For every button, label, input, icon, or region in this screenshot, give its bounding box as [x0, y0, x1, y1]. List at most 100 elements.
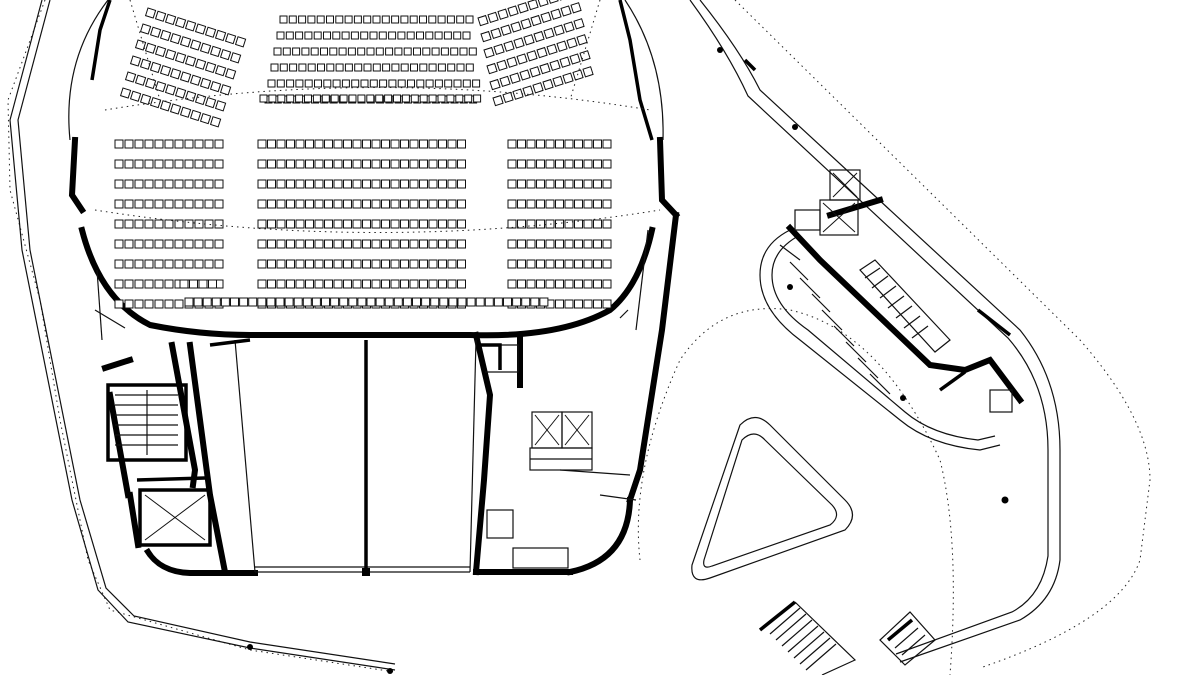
seat	[323, 79, 332, 88]
seat	[393, 94, 401, 103]
seat	[549, 59, 561, 72]
seat	[468, 47, 477, 56]
seat	[434, 31, 443, 40]
seat	[288, 15, 297, 24]
seat	[189, 39, 202, 51]
seat	[326, 63, 335, 72]
seat	[298, 15, 307, 24]
seat	[582, 66, 594, 78]
seat	[199, 42, 212, 54]
seat	[428, 199, 438, 209]
seat	[602, 239, 612, 249]
seat	[312, 94, 321, 103]
seat	[574, 199, 583, 209]
seat	[114, 159, 124, 169]
seat	[114, 139, 124, 149]
seat	[542, 78, 554, 91]
seat	[267, 279, 276, 289]
seat	[566, 37, 578, 49]
seat	[343, 139, 352, 149]
seat	[562, 72, 574, 84]
seat	[593, 299, 602, 309]
seat	[354, 63, 363, 72]
seat	[447, 159, 457, 169]
seat	[536, 239, 545, 249]
seat	[257, 279, 267, 289]
seat	[431, 47, 440, 56]
seat	[574, 179, 583, 189]
seat	[593, 159, 602, 169]
seat	[459, 47, 468, 56]
seat	[164, 279, 174, 289]
seat	[419, 15, 427, 24]
seat	[507, 5, 519, 17]
seat	[338, 47, 347, 56]
seat	[184, 159, 194, 169]
seat	[174, 299, 184, 309]
seat	[437, 15, 446, 24]
seat	[400, 159, 409, 169]
seat	[381, 139, 390, 149]
seat	[154, 80, 167, 93]
seat	[214, 100, 227, 112]
seat	[276, 159, 286, 169]
seat	[154, 45, 167, 58]
seat	[457, 279, 466, 289]
seat	[295, 159, 305, 169]
seat	[352, 159, 362, 169]
seat	[602, 279, 612, 289]
seat	[286, 219, 295, 229]
seat	[574, 279, 583, 289]
seat	[285, 31, 294, 40]
seat	[419, 199, 428, 209]
seat	[438, 279, 447, 289]
seat	[422, 47, 431, 56]
seat	[295, 219, 305, 229]
seat	[276, 179, 286, 189]
seat	[574, 139, 583, 149]
seat	[410, 63, 418, 72]
seat	[545, 279, 555, 289]
seat	[114, 239, 124, 249]
seat	[409, 199, 419, 209]
seat	[352, 279, 362, 289]
seat	[347, 47, 356, 56]
seat	[174, 159, 184, 169]
seat	[124, 159, 134, 169]
aisle-guides	[94, 0, 661, 233]
seat	[286, 239, 295, 249]
seat	[330, 94, 339, 103]
seat	[428, 15, 437, 24]
seat	[521, 297, 531, 307]
seat	[517, 139, 526, 149]
seat	[295, 94, 304, 103]
seat	[438, 139, 447, 149]
seat	[473, 94, 482, 103]
seat	[134, 299, 144, 309]
seat	[507, 199, 517, 209]
seat	[304, 31, 313, 40]
seat	[382, 63, 391, 72]
seat	[593, 179, 602, 189]
seat	[267, 239, 276, 249]
seat	[208, 279, 217, 289]
seat	[184, 219, 194, 229]
seat	[305, 199, 314, 209]
seat	[184, 20, 197, 32]
seat	[124, 239, 134, 249]
seat	[438, 239, 447, 249]
seat	[174, 239, 184, 249]
seat	[486, 62, 498, 75]
seat	[446, 94, 455, 103]
seat	[267, 179, 276, 189]
seat	[305, 179, 314, 189]
seat	[391, 63, 400, 72]
seat	[430, 297, 440, 307]
seat	[314, 279, 324, 289]
seat	[174, 219, 184, 229]
seat	[507, 219, 517, 229]
seat	[555, 279, 564, 289]
seat	[184, 239, 194, 249]
elevator-icon	[144, 494, 206, 541]
seat	[447, 199, 457, 209]
